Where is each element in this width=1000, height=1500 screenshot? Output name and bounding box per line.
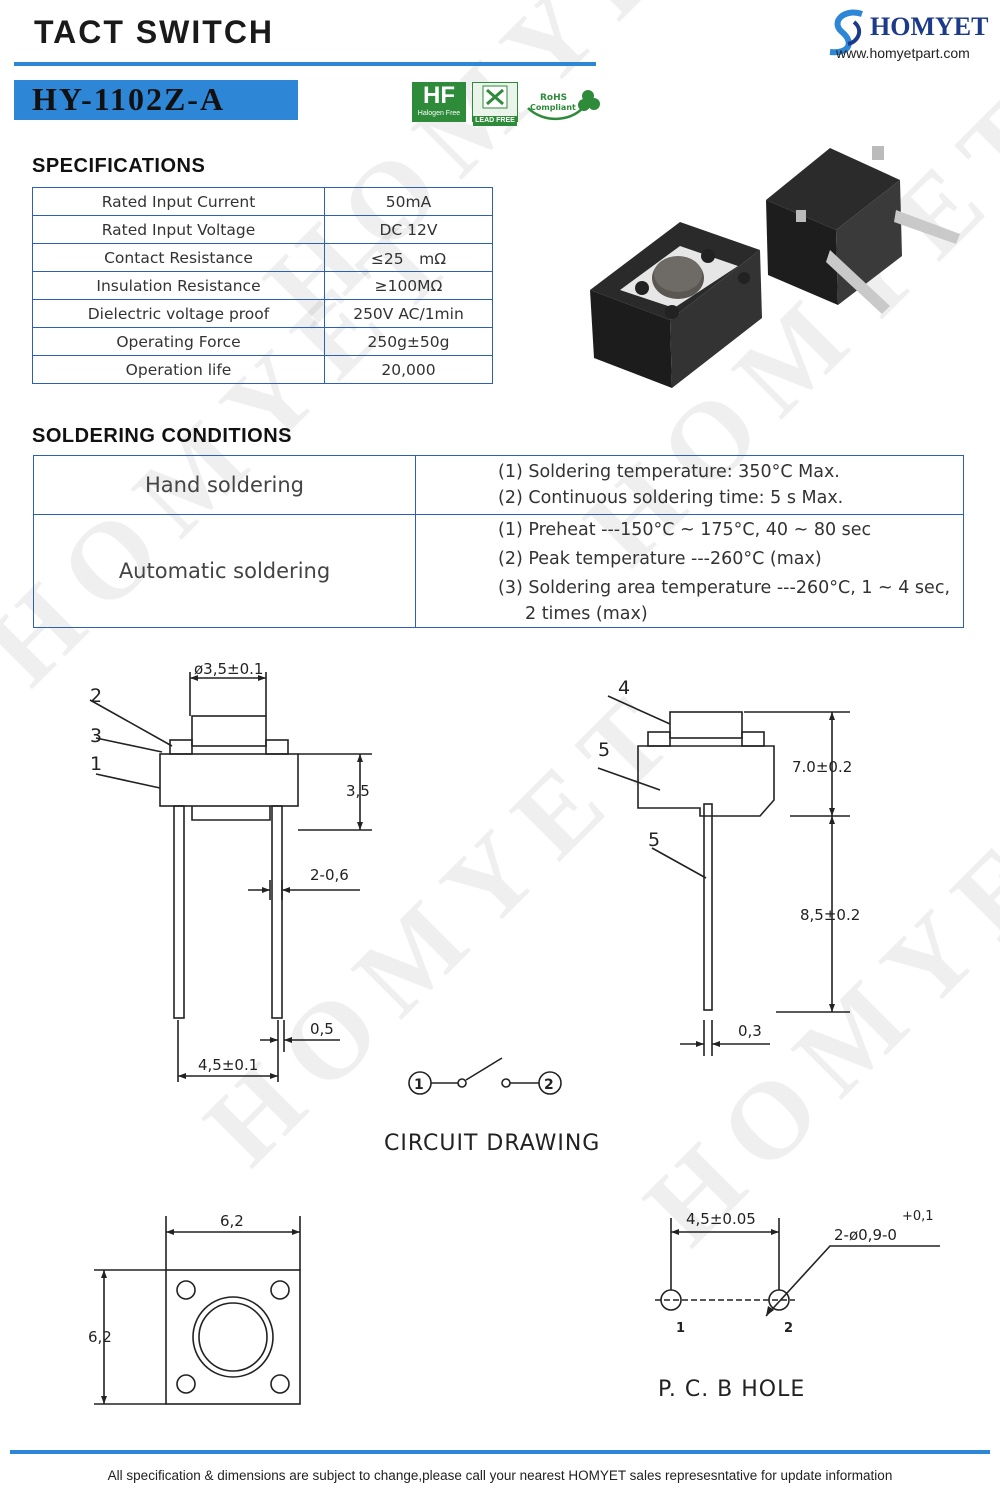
auto-soldering-text: (1) Preheat ---150°C ~ 175°C, 40 ~ 80 se…: [415, 514, 964, 628]
auto-soldering-label: Automatic soldering: [33, 514, 416, 628]
brand-name: HOMYET: [870, 12, 989, 41]
callout-2: 2: [90, 685, 102, 707]
svg-text:Compliant: Compliant: [530, 103, 576, 112]
table-row: Automatic soldering (1) Preheat ---150°C…: [33, 514, 964, 628]
spec-label: Dielectric voltage proof: [32, 299, 325, 328]
product-photo: [590, 146, 960, 388]
table-row: Hand soldering (1) Soldering temperature…: [33, 455, 964, 515]
homyet-logo-icon: [829, 9, 863, 56]
footer-note: All specification & dimensions are subje…: [107, 1468, 893, 1483]
spec-value: ≥100MΩ: [324, 271, 493, 300]
lead-free-icon: [482, 85, 508, 109]
hand-line: (1) Soldering temperature: 350°C Max.: [498, 462, 840, 482]
dim-top-height: 6,2: [88, 1328, 112, 1346]
soldering-heading: SOLDERING CONDITIONS: [32, 425, 293, 447]
footer-rule: [10, 1450, 990, 1454]
dim-top-width: 6,2: [220, 1212, 244, 1230]
dim-pitch: 4,5±0.1: [198, 1056, 258, 1074]
dim-pcb-pitch: 4,5±0.05: [686, 1210, 756, 1228]
callout-5: 5: [598, 739, 610, 761]
pcb-hole-2: 2: [784, 1321, 793, 1336]
specifications-heading: SPECIFICATIONS: [32, 155, 206, 177]
dim-hole: 2-ø0,9-0: [834, 1226, 897, 1244]
dim-pin-length: 8,5±0.2: [800, 906, 860, 924]
lead-free-badge: LEAD FREE: [472, 82, 518, 126]
rohs-leaf-icon: RoHS Compliant: [527, 90, 600, 121]
spec-value: 250g±50g: [324, 327, 493, 356]
model-banner: [14, 80, 298, 120]
halogen-free-badge: HF Halogen Free: [412, 82, 466, 122]
callout-3: 3: [90, 725, 102, 747]
table-row: Contact Resistance≤25 mΩ: [32, 243, 493, 272]
circuit-pin-1: 1: [414, 1077, 424, 1093]
spec-label: Rated Input Current: [32, 187, 325, 216]
dim-pin-thick: 0,3: [738, 1022, 762, 1040]
callout-4: 4: [618, 677, 630, 699]
hand-line: (2) Continuous soldering time: 5 s Max.: [498, 488, 844, 508]
table-row: Insulation Resistance≥100MΩ: [32, 271, 493, 300]
auto-line: (3) Soldering area temperature ---260°C,…: [498, 578, 951, 598]
dim-diameter: ø3,5±0.1: [194, 660, 263, 678]
circuit-pin-2: 2: [544, 1077, 554, 1093]
spec-value: 50mA: [324, 187, 493, 216]
page-title: TACT SWITCH: [34, 14, 275, 50]
spec-label: Rated Input Voltage: [32, 215, 325, 244]
spec-value: 250V AC/1min: [324, 299, 493, 328]
hand-soldering-label: Hand soldering: [33, 455, 416, 515]
auto-line: (1) Preheat ---150°C ~ 175°C, 40 ~ 80 se…: [498, 520, 872, 540]
dim-pin-thickness: 0,5: [310, 1020, 334, 1038]
soldering-table: Hand soldering (1) Soldering temperature…: [33, 455, 964, 628]
auto-line: 2 times (max): [525, 604, 648, 624]
dim-pin-width: 2-0,6: [310, 866, 349, 884]
rohs-badge: RoHS Compliant: [524, 82, 600, 122]
dim-height: 3,5: [346, 782, 370, 800]
spec-label: Insulation Resistance: [32, 271, 325, 300]
dim-body-height: 7.0±0.2: [792, 758, 852, 776]
callout-5: 5: [648, 829, 660, 851]
spec-value: 20,000: [324, 355, 493, 384]
pcb-label: P. C. B HOLE: [658, 1377, 805, 1402]
callout-1: 1: [90, 753, 102, 775]
hand-soldering-text: (1) Soldering temperature: 350°C Max. (2…: [415, 455, 964, 515]
auto-line: (2) Peak temperature ---260°C (max): [498, 549, 822, 569]
dimension-drawings: ø3,5±0.1 2 3 1 3,5 2-0,6 0,5 4,5±0.1 4 5…: [88, 660, 940, 1405]
circuit-label: CIRCUIT DRAWING: [384, 1131, 600, 1156]
spec-value: DC 12V: [324, 215, 493, 244]
brand-url[interactable]: www.homyetpart.com: [836, 45, 970, 61]
spec-label: Operation life: [32, 355, 325, 384]
pcb-hole-1: 1: [676, 1321, 685, 1336]
spec-value: ≤25 mΩ: [324, 243, 493, 272]
title-rule: [14, 62, 596, 66]
spec-label: Operating Force: [32, 327, 325, 356]
model-number: HY-1102Z-A: [32, 81, 226, 117]
spec-label: Contact Resistance: [32, 243, 325, 272]
svg-text:RoHS: RoHS: [540, 93, 567, 103]
dim-hole-tol: +0,1: [902, 1209, 934, 1224]
